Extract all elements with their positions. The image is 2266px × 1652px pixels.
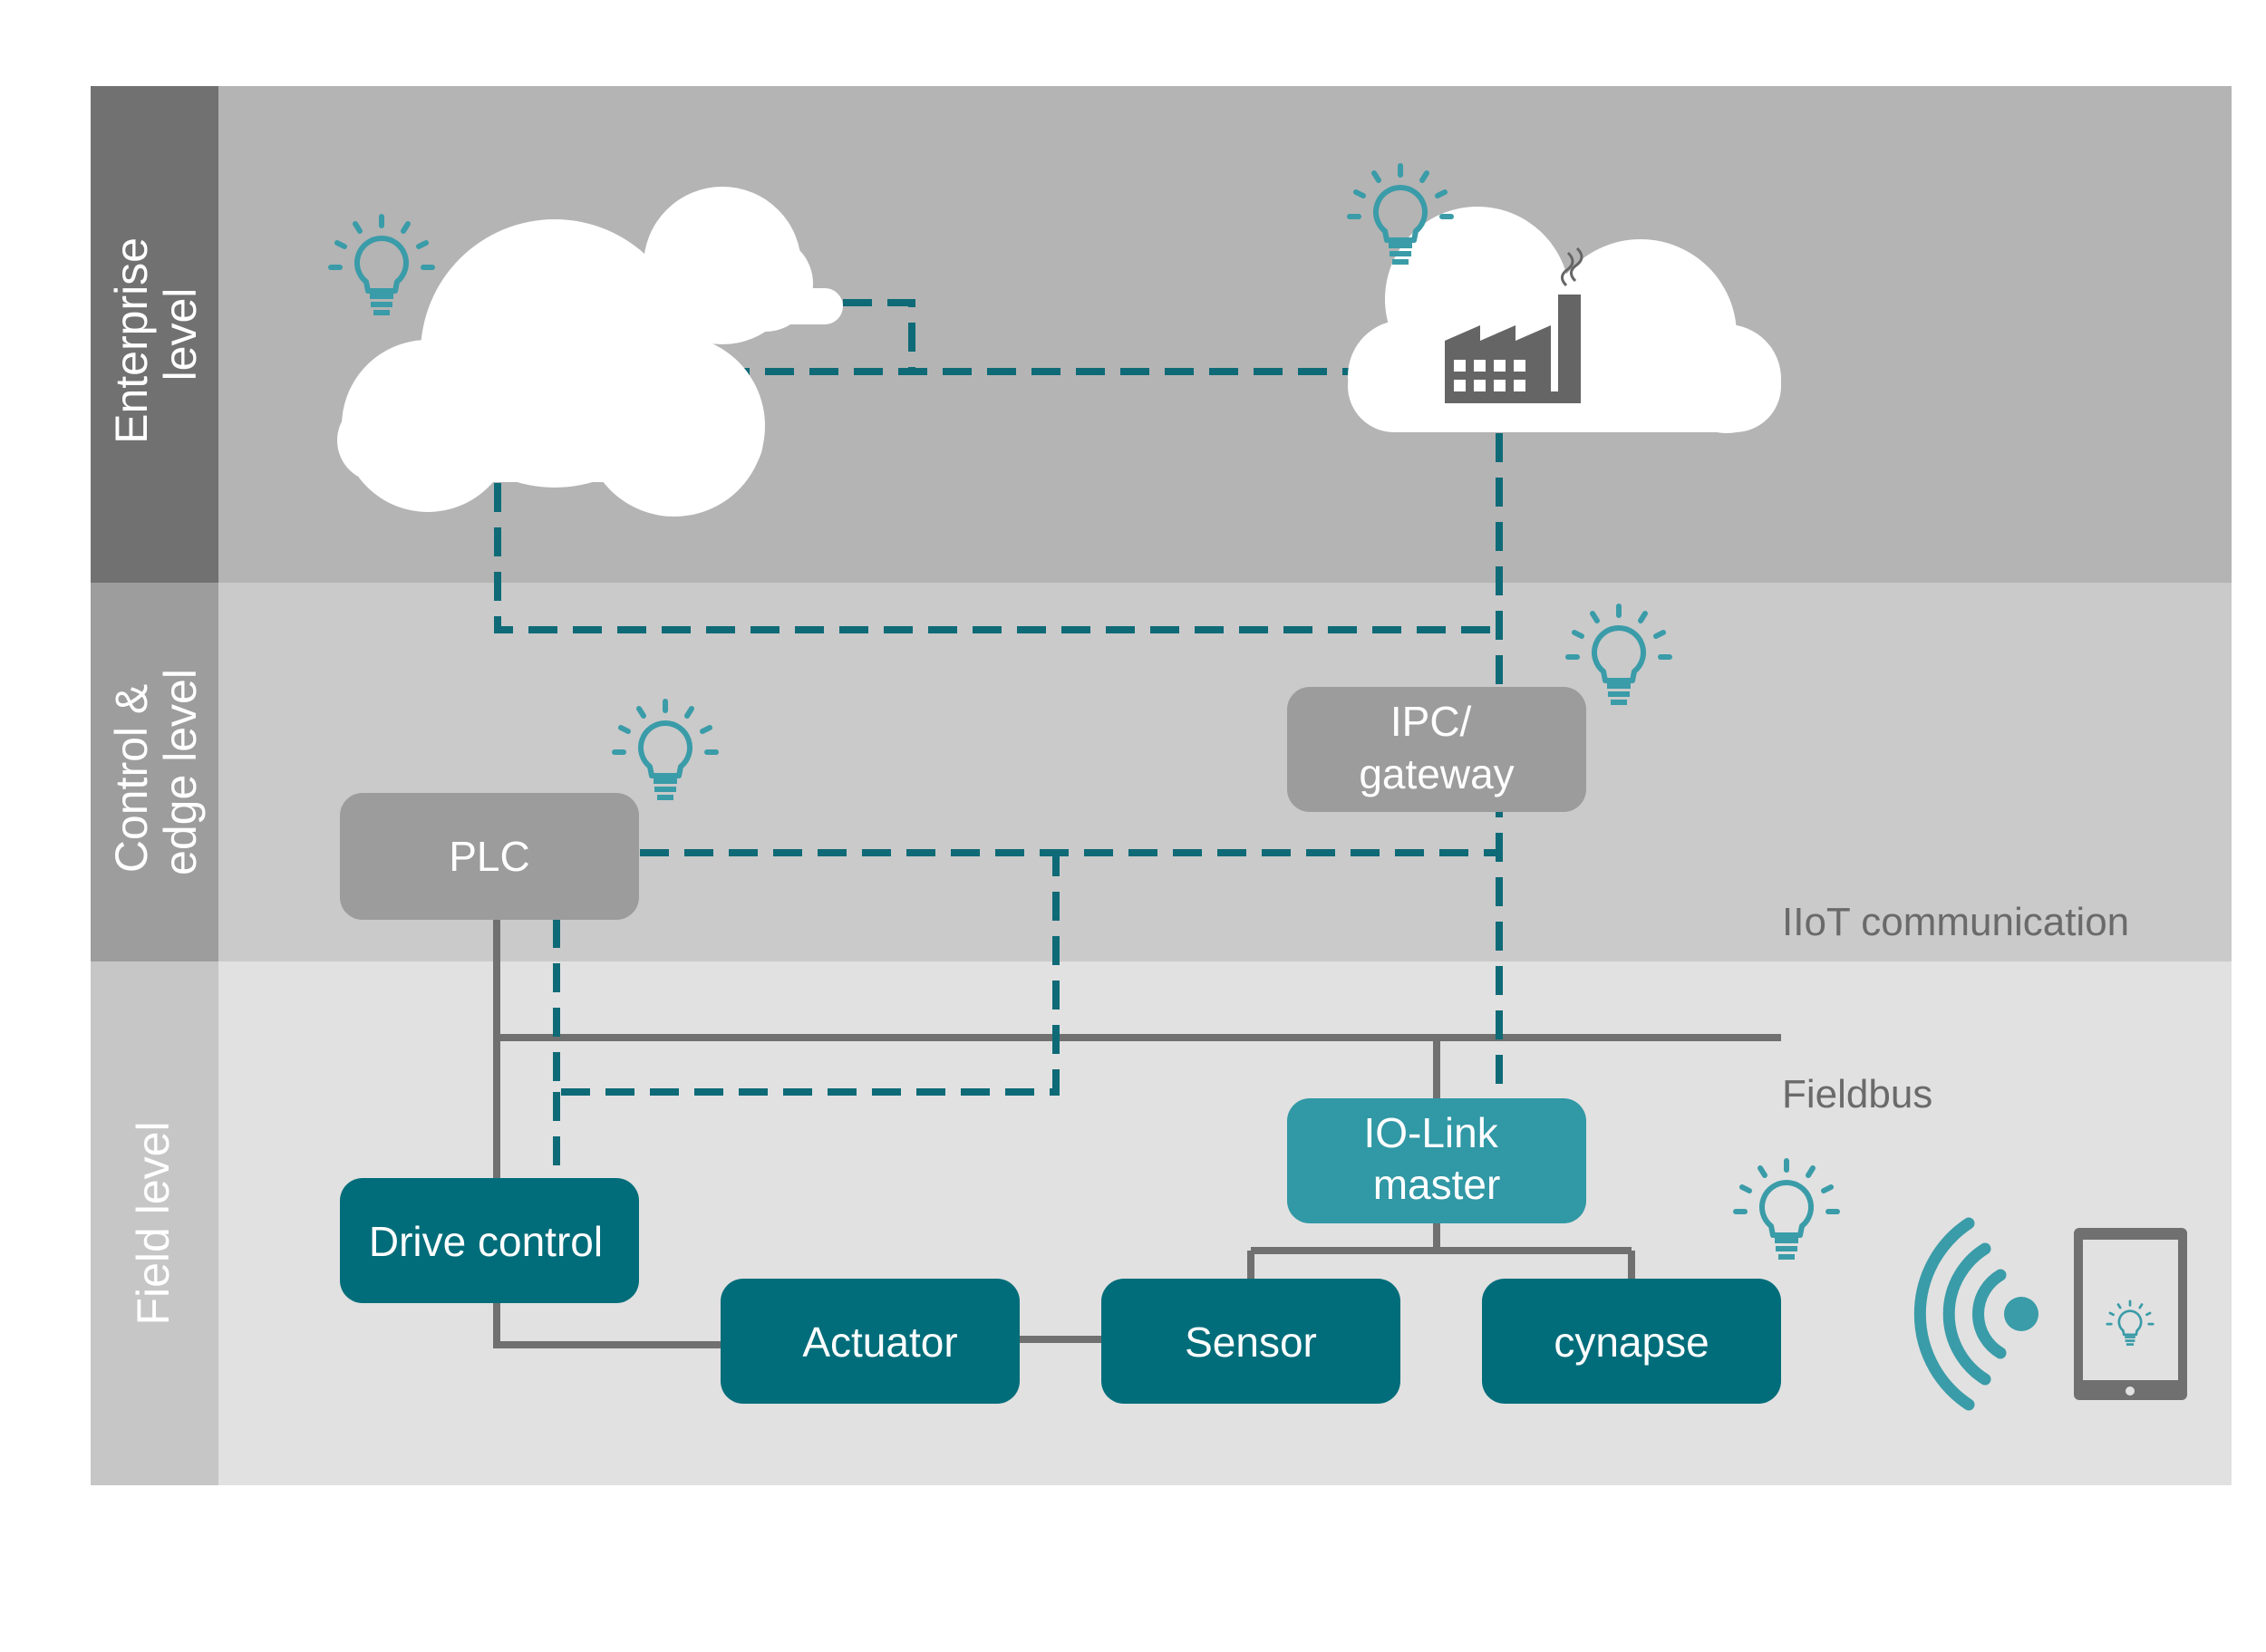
level-label-field: Field level	[128, 1121, 179, 1325]
ipc-gateway-label-line2: gateway	[1359, 750, 1514, 797]
actuator-label-line1: Actuator	[802, 1319, 957, 1366]
wifi-icon	[1913, 1217, 2038, 1411]
io-link-master-box	[1287, 1098, 1586, 1223]
drive-control-box	[340, 1178, 639, 1303]
control-side	[91, 583, 218, 961]
drive-control-label-line1: Drive control	[369, 1218, 603, 1265]
actuator-box	[721, 1279, 1020, 1404]
field-side	[91, 961, 218, 1485]
cynapse-label: cynapse	[1554, 1319, 1709, 1366]
iiot-dashed-lines	[494, 299, 1503, 1178]
plc-box	[340, 793, 639, 920]
sensor-box	[1101, 1279, 1400, 1404]
ipc-gateway-label-line1: IPC/	[1390, 698, 1472, 745]
tablet-icon	[2074, 1228, 2187, 1400]
level-label-enterprise: Enterprise level	[106, 225, 206, 444]
level-label-control: Control & edge level	[106, 669, 206, 875]
fieldbus-lines	[493, 919, 1781, 1348]
plc-label-line1: PLC	[449, 833, 529, 880]
cynapse-label-line1: cynapse	[1554, 1319, 1709, 1366]
level-label-control-line1: Control &	[106, 684, 157, 873]
iiot-communication-label: IIoT communication	[1782, 900, 2129, 944]
io-link-master-label-line1: IO-Link	[1363, 1109, 1498, 1156]
sensor-label: Sensor	[1185, 1319, 1317, 1366]
ipc-gateway-label: IPC/ gateway	[1359, 698, 1514, 797]
level-label-enterprise-line1: Enterprise	[106, 237, 157, 444]
level-label-field-line1: Field level	[128, 1121, 179, 1325]
fieldbus-label: Fieldbus	[1782, 1072, 1932, 1116]
cynapse-box	[1482, 1279, 1781, 1404]
io-link-master-label: IO-Link master	[1363, 1109, 1509, 1208]
enterprise-side	[91, 86, 218, 583]
level-label-control-line2: edge level	[155, 669, 206, 875]
level-label-enterprise-line2: level	[155, 288, 206, 382]
drive-control-label: Drive control	[369, 1218, 603, 1265]
plc-label: PLC	[449, 833, 529, 880]
factory-icon	[1445, 246, 1583, 403]
io-link-master-label-line2: master	[1373, 1161, 1501, 1208]
cloud-icon	[337, 187, 843, 517]
ipc-gateway-box	[1287, 687, 1586, 812]
sensor-label-line1: Sensor	[1185, 1319, 1317, 1366]
actuator-label: Actuator	[802, 1319, 957, 1366]
